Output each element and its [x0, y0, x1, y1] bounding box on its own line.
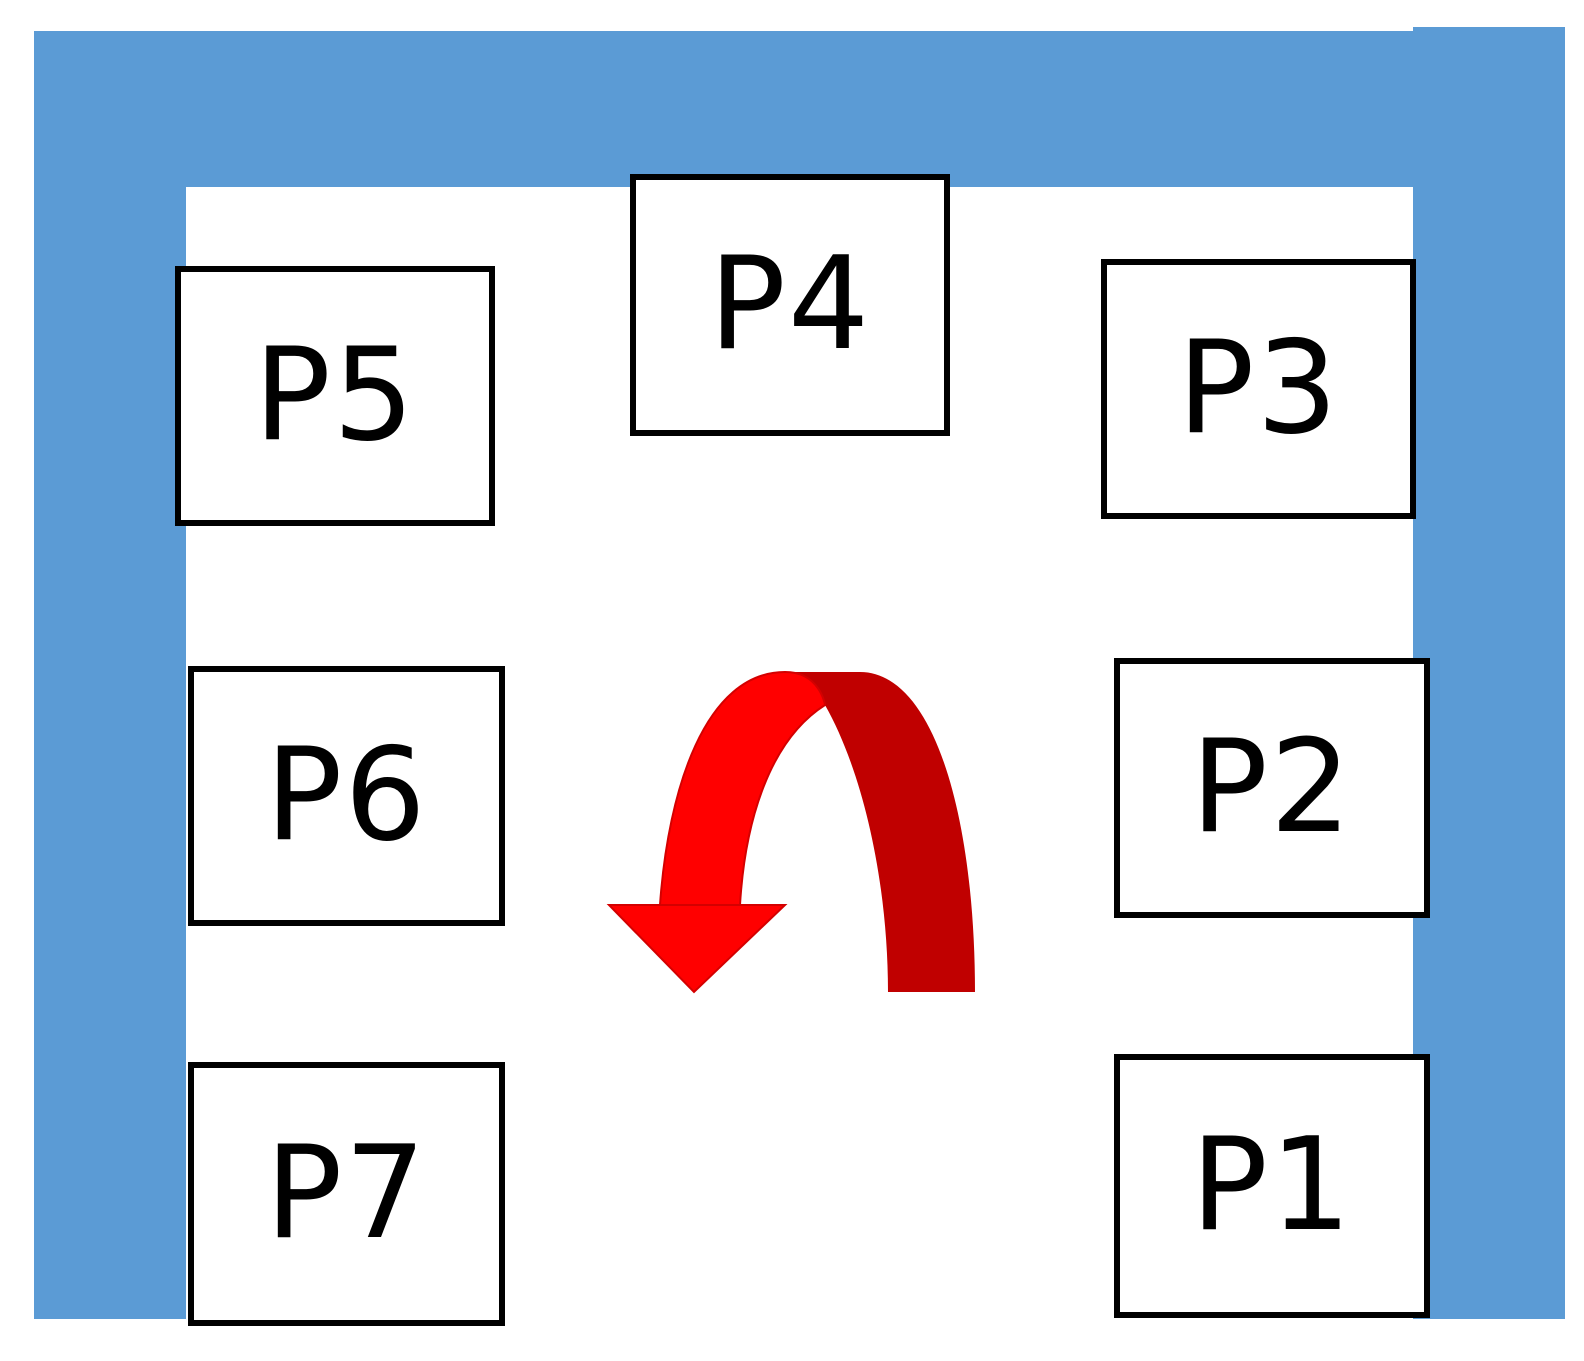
position-label-p7: P7	[265, 1119, 428, 1268]
arrow-front-limb	[658, 670, 827, 906]
position-box-p3: P3	[1101, 259, 1416, 519]
position-label-p3: P3	[1177, 314, 1340, 463]
position-box-p4: P4	[630, 174, 950, 436]
arrow-back-limb	[785, 672, 975, 992]
wall-top	[34, 31, 1565, 187]
position-box-p6: P6	[188, 666, 505, 926]
position-label-p6: P6	[265, 721, 428, 870]
position-label-p4: P4	[708, 230, 872, 379]
position-box-p5: P5	[175, 266, 495, 526]
position-box-p2: P2	[1114, 658, 1430, 918]
wall-right	[1413, 27, 1565, 1319]
position-box-p1: P1	[1114, 1054, 1430, 1318]
position-label-p2: P2	[1190, 713, 1354, 862]
position-box-p7: P7	[188, 1062, 505, 1326]
arrow-head	[606, 904, 788, 994]
position-label-p1: P1	[1190, 1111, 1354, 1260]
position-label-p5: P5	[253, 321, 417, 470]
wall-left	[34, 31, 186, 1319]
